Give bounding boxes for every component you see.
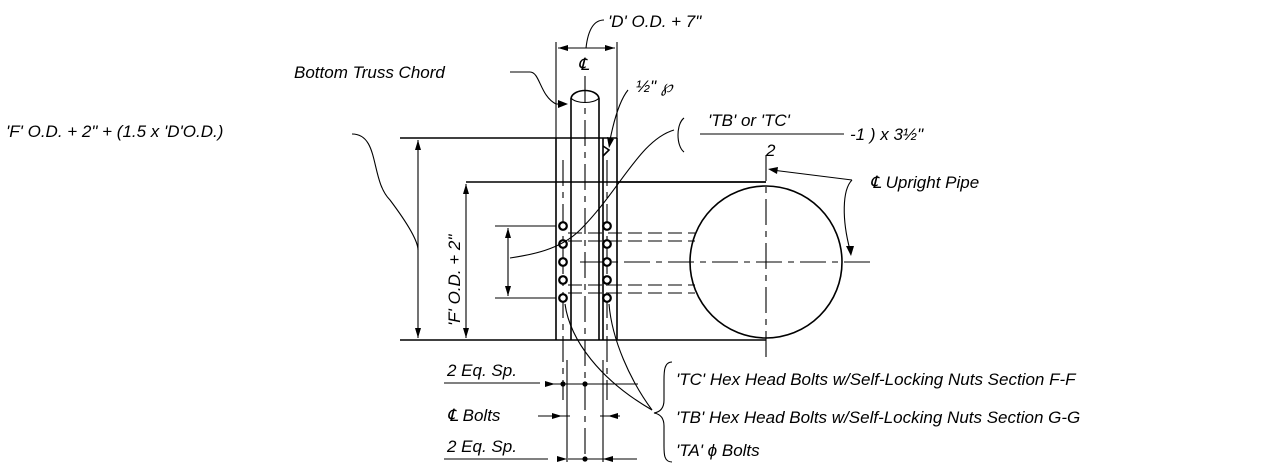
dimension-bolt-spacing <box>495 225 556 299</box>
eq-sp-top-label: 2 Eq. Sp. <box>446 361 517 380</box>
dimension-d-od: 'D' O.D. + 7" <box>555 12 702 138</box>
dimension-f-formula <box>415 140 421 338</box>
note-tb: 'TB' Hex Head Bolts w/Self-Locking Nuts … <box>676 408 1080 427</box>
f-formula-label: 'F' O.D. + 2" + (1.5 x 'D'O.D.) <box>6 122 223 141</box>
cl-bolts-label: ℄ Bolts <box>447 406 501 425</box>
frac-tail: -1 ) x 3½" <box>850 125 924 144</box>
f-od-vertical-label: 'F' O.D. + 2" <box>445 234 464 326</box>
d-od-label: 'D' O.D. + 7" <box>608 12 702 31</box>
bottom-truss-chord-label: Bottom Truss Chord <box>294 63 445 82</box>
spacing-formula: 'TB' or 'TC' 2 -1 ) x 3½" <box>677 111 924 160</box>
frac-den: 2 <box>765 141 776 160</box>
note-ta: 'TA' ϕ Bolts <box>676 441 760 460</box>
cl-top-label: ℄ <box>578 55 590 74</box>
frac-num: 'TB' or 'TC' <box>708 111 791 130</box>
bottom-dimensions <box>444 360 638 462</box>
cl-upright-pipe-label: ℄ Upright Pipe <box>870 173 979 192</box>
dimension-f-od <box>463 184 469 338</box>
eq-sp-bottom-label: 2 Eq. Sp. <box>446 437 517 456</box>
half-plate <box>602 138 611 340</box>
half-plate-label: ½" ℘ <box>636 77 674 96</box>
bolt-column-left <box>558 160 568 400</box>
clamp-body <box>400 137 766 341</box>
bolt-column-right <box>602 160 612 400</box>
note-tc: 'TC' Hex Head Bolts w/Self-Locking Nuts … <box>676 370 1077 389</box>
